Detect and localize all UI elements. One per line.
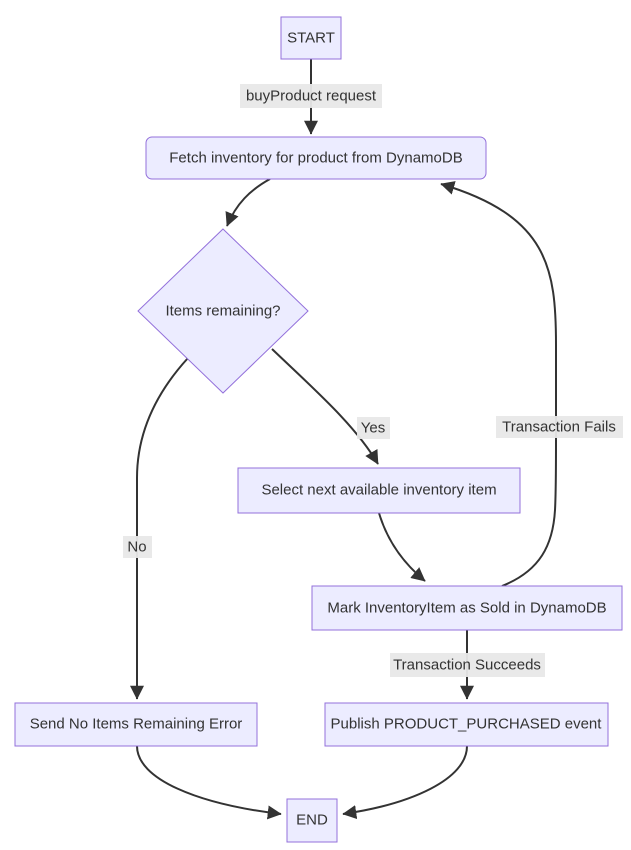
node-label: Mark InventoryItem as Sold in DynamoDB (327, 600, 606, 617)
edge-label-text: Transaction Succeeds (393, 657, 541, 674)
edge-label-text: Transaction Fails (502, 419, 616, 436)
edge-label-transaction-fails: Transaction Fails (496, 416, 623, 438)
node-label: Fetch inventory for product from DynamoD… (169, 150, 462, 167)
node-send-no-items-error: Send No Items Remaining Error (14, 702, 258, 747)
node-start: START (280, 16, 342, 60)
node-label: Publish PRODUCT_PURCHASED event (331, 716, 603, 733)
node-label: END (296, 812, 328, 829)
node-mark-sold: Mark InventoryItem as Sold in DynamoDB (311, 585, 623, 631)
node-label: Select next available inventory item (261, 482, 496, 499)
node-label: START (287, 30, 335, 47)
node-label: Send No Items Remaining Error (30, 716, 243, 733)
edge-publish-to-end (342, 745, 468, 820)
node-publish-purchased-event: Publish PRODUCT_PURCHASED event (324, 702, 609, 747)
edge-label-transaction-succeeds: Transaction Succeeds (390, 653, 545, 677)
edge-decision-no-to-error (130, 357, 189, 700)
edge-label-no: No (123, 536, 152, 558)
node-select-inventory-item: Select next available inventory item (237, 467, 521, 514)
edge-fetch-to-decision (225, 178, 271, 227)
edge-label-buyproduct-request: buyProduct request (240, 84, 382, 108)
edge-mark-sold-to-fetch-transaction-fails (440, 181, 557, 587)
node-label: Items remaining? (165, 303, 280, 320)
edge-decision-yes-to-select (271, 348, 379, 465)
node-items-remaining-decision: Items remaining? (137, 228, 309, 394)
edge-label-yes: Yes (357, 417, 390, 439)
node-end: END (286, 798, 338, 843)
edge-label-text: No (127, 539, 146, 556)
edge-label-text: buyProduct request (246, 88, 377, 105)
edge-error-to-end (136, 745, 282, 820)
edge-select-to-mark-sold (378, 512, 426, 582)
node-fetch-inventory: Fetch inventory for product from DynamoD… (145, 136, 487, 180)
edge-label-text: Yes (361, 420, 385, 437)
